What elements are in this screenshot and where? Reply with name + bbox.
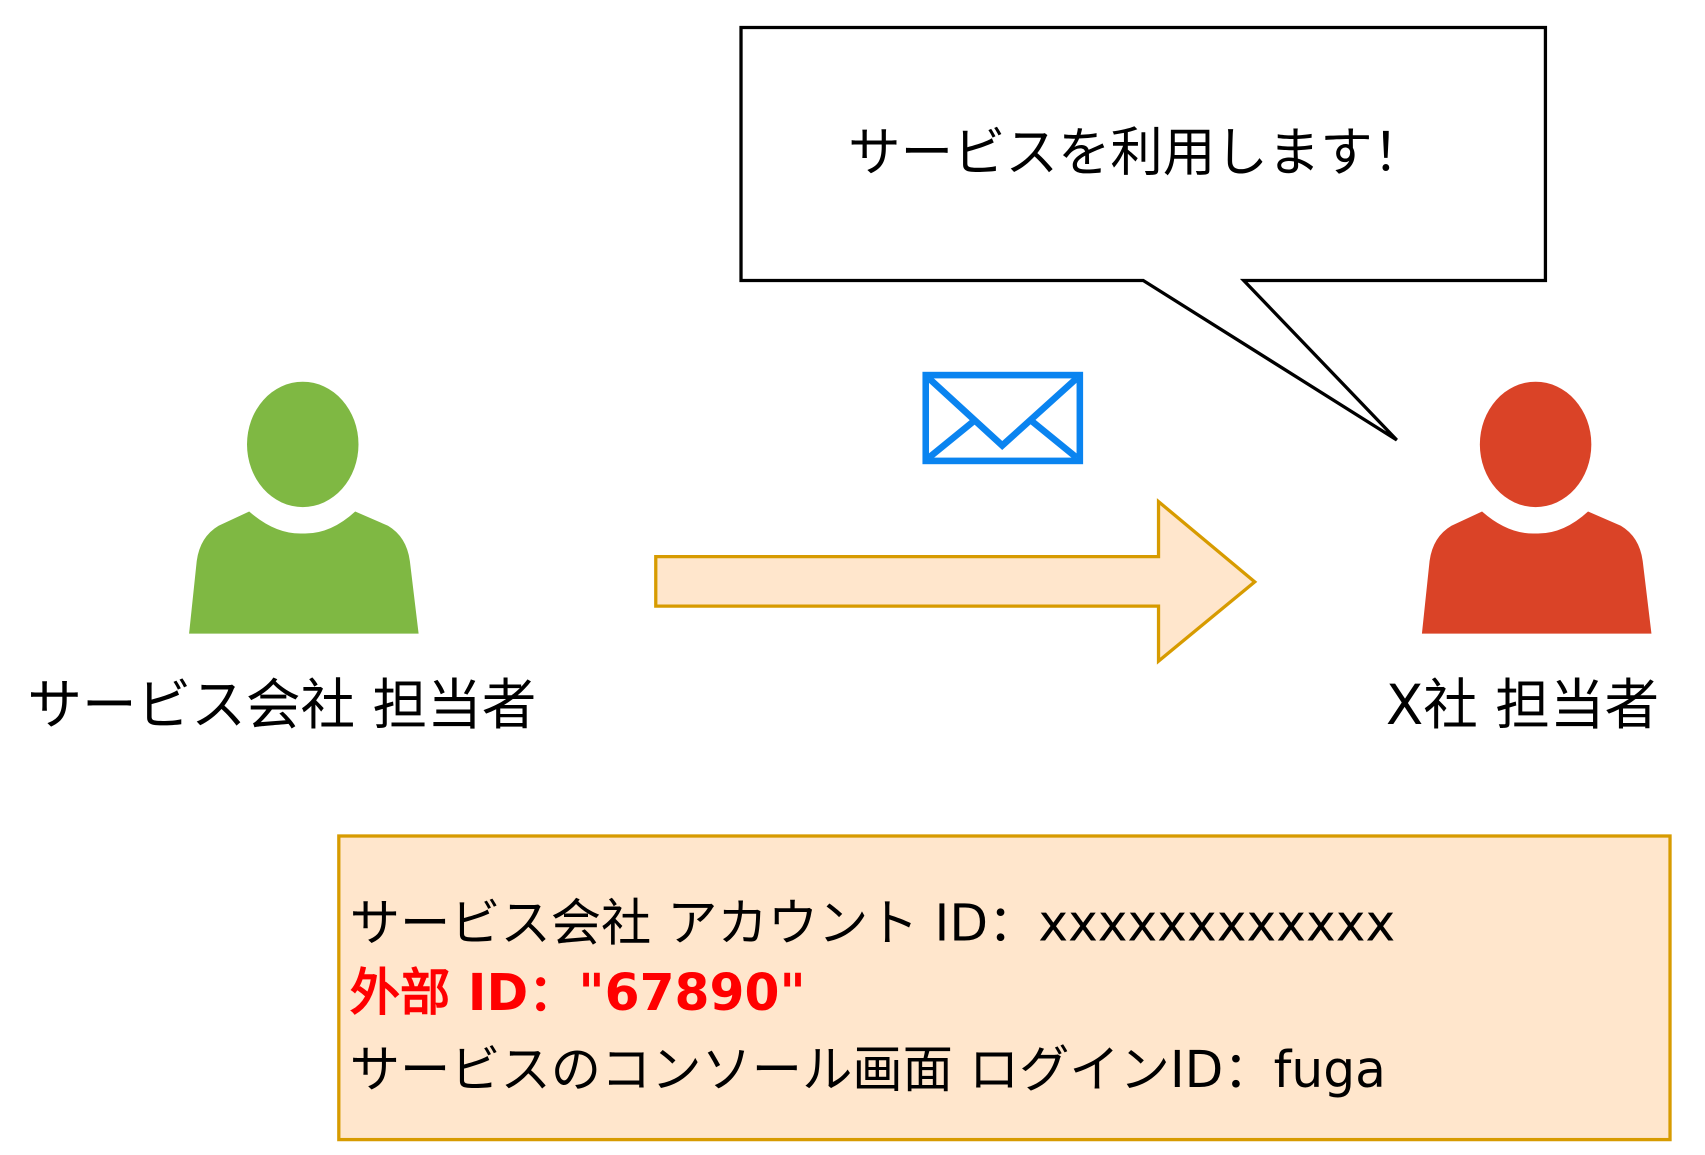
envelope-icon — [922, 371, 1084, 465]
send-arrow — [654, 498, 1258, 665]
right-person-label: X社 担当者 — [1386, 673, 1659, 737]
console-login-id-line: サービスのコンソール画面 ログインID：fuga — [350, 1040, 1386, 1099]
left-person-label: サービス会社 担当者 — [27, 673, 536, 737]
right-person-icon — [1421, 381, 1652, 634]
left-person-icon — [189, 381, 419, 634]
account-id-line: サービス会社 アカウント ID：xxxxxxxxxxxx — [350, 893, 1396, 952]
speech-bubble-text: サービスを利用します！ — [848, 122, 1425, 183]
speech-bubble: サービスを利用します！ — [739, 25, 1548, 442]
info-box: サービス会社 アカウント ID：xxxxxxxxxxxx 外部 ID："6789… — [337, 834, 1672, 1142]
external-id-line: 外部 ID："67890" — [350, 963, 806, 1022]
